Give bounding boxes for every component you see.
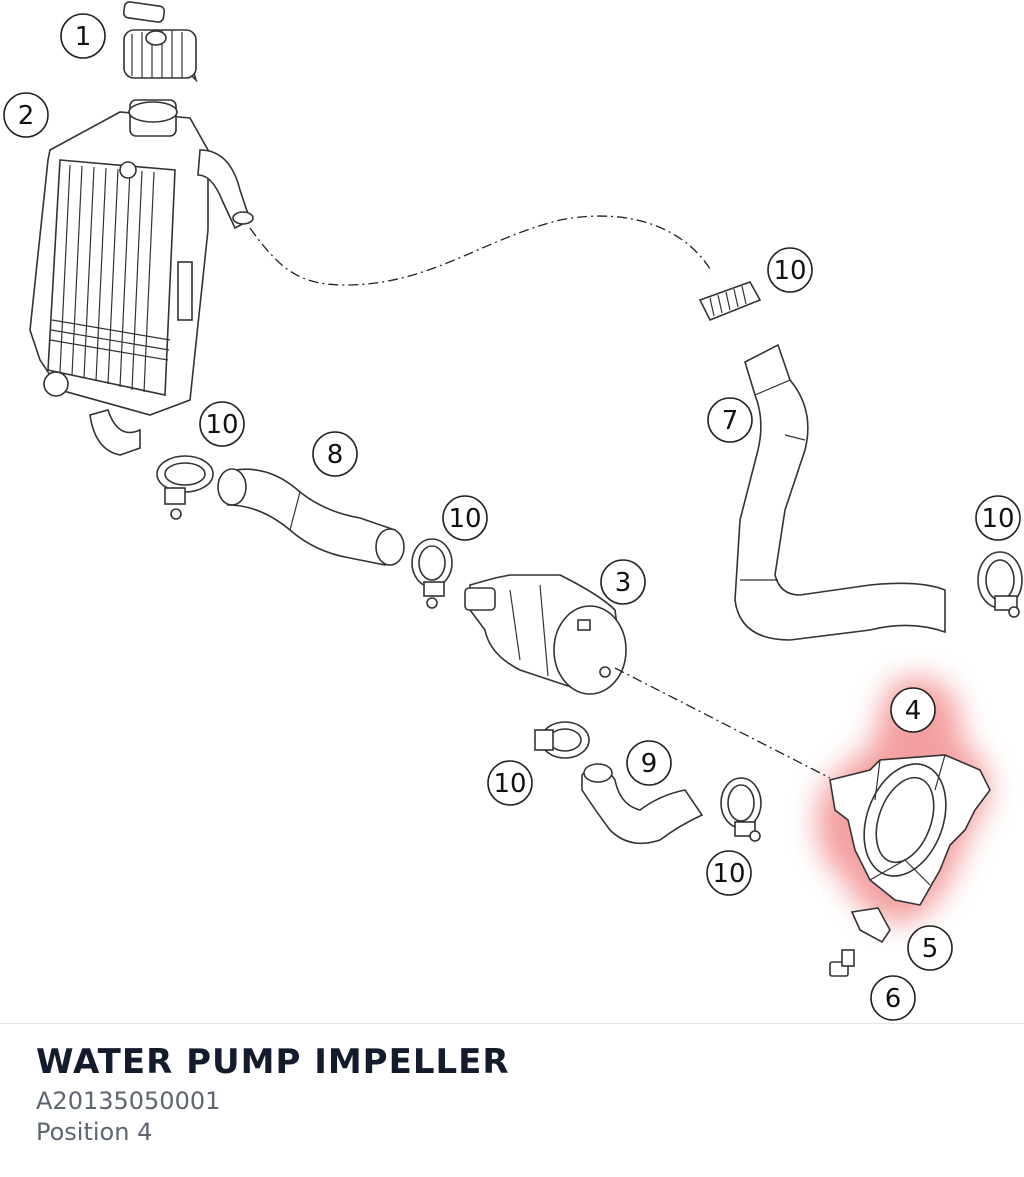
- callout-10[interactable]: 10: [706, 850, 752, 896]
- callout-circle: [707, 397, 753, 443]
- radiator-part[interactable]: [29, 99, 254, 456]
- callout-circle: [3, 92, 49, 138]
- callout-number: 9: [641, 749, 658, 779]
- callout-number: 10: [773, 256, 806, 286]
- callout-number: 5: [922, 934, 939, 964]
- callout-number: 3: [615, 568, 632, 598]
- callout-circle: [626, 740, 672, 786]
- callout-circle: [890, 687, 936, 733]
- callout-number: 10: [712, 859, 745, 889]
- callout-circle: [870, 975, 916, 1021]
- leader-line-radiator: [249, 215, 713, 286]
- callout-10[interactable]: 10: [487, 760, 533, 806]
- callout-circle: [600, 559, 646, 605]
- callout-circle: [442, 495, 488, 541]
- hose-clamp-top[interactable]: [698, 281, 762, 322]
- callout-circle: [975, 495, 1021, 541]
- callout-number: 8: [327, 440, 344, 470]
- water-pump-part[interactable]: [464, 574, 627, 695]
- callout-number: 1: [75, 22, 92, 52]
- clip-5-part[interactable]: [850, 907, 891, 944]
- callout-circle: [706, 850, 752, 896]
- leader-line-pump: [614, 667, 831, 779]
- part-number: A20135050001: [36, 1087, 221, 1115]
- hose-clamp-right[interactable]: [977, 551, 1023, 618]
- hose-clamp-lower-left[interactable]: [534, 721, 590, 759]
- callout-circle: [487, 760, 533, 806]
- callout-number: 10: [493, 769, 526, 799]
- callout-markers: 1 2 3 4 56 7 8 9 10 10 10 10 10 10: [3, 13, 1021, 1021]
- bolt-6-part[interactable]: [829, 949, 855, 977]
- callout-5[interactable]: 5: [907, 925, 953, 971]
- callout-10[interactable]: 10: [975, 495, 1021, 541]
- hose-9-part[interactable]: [581, 763, 704, 845]
- hose-8-part[interactable]: [217, 468, 405, 566]
- callout-circle: [60, 13, 106, 59]
- callout-number: 10: [448, 504, 481, 534]
- part-position-label: Position 4: [36, 1118, 153, 1146]
- callout-circle: [312, 431, 358, 477]
- callout-10[interactable]: 10: [767, 247, 813, 293]
- callout-8[interactable]: 8: [312, 431, 358, 477]
- callout-number: 10: [981, 504, 1014, 534]
- callout-number: 2: [18, 101, 35, 131]
- callout-2[interactable]: 2: [3, 92, 49, 138]
- callout-number: 10: [205, 410, 238, 440]
- callout-circle: [199, 401, 245, 447]
- radiator-cap-part[interactable]: [122, 1, 198, 83]
- exploded-parts-diagram: 1 2 3 4 56 7 8 9 10 10 10 10 10 10: [3, 1, 1023, 1021]
- callout-circle: [907, 925, 953, 971]
- callout-9[interactable]: 9: [626, 740, 672, 786]
- callout-6[interactable]: 6: [870, 975, 916, 1021]
- hose-clamp-pump-inlet[interactable]: [411, 538, 453, 609]
- part-title: WATER PUMP IMPELLER: [36, 1042, 510, 1082]
- callout-number: 4: [905, 696, 922, 726]
- callout-1[interactable]: 1: [60, 13, 106, 59]
- callout-10[interactable]: 10: [442, 495, 488, 541]
- hose-clamp-lower-right[interactable]: [720, 777, 762, 842]
- callout-4[interactable]: 4: [890, 687, 936, 733]
- water-pump-impeller-part[interactable]: [829, 753, 991, 906]
- callout-3[interactable]: 3: [600, 559, 646, 605]
- hose-7-part[interactable]: [734, 343, 946, 641]
- divider: [0, 1023, 1024, 1024]
- callout-number: 7: [722, 406, 739, 436]
- callout-number: 6: [885, 984, 902, 1014]
- hose-clamp-left[interactable]: [156, 455, 214, 520]
- callout-circle: [767, 247, 813, 293]
- callout-7[interactable]: 7: [707, 397, 753, 443]
- callout-10[interactable]: 10: [199, 401, 245, 447]
